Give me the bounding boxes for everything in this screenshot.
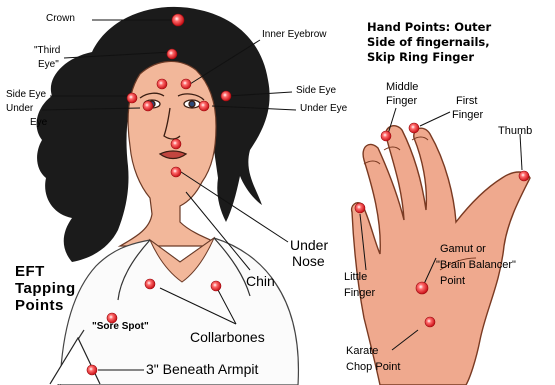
label-middle-finger-1: Middle (386, 82, 418, 93)
point-under-nose (171, 139, 181, 149)
label-collarbones: Collarbones (190, 330, 265, 344)
label-third-eye-1: "Third (34, 46, 60, 56)
point-collarbone-right (211, 281, 221, 291)
point-crown (172, 14, 184, 26)
title-line-1: Hand Points: Outer (367, 20, 491, 35)
point-first-finger (409, 123, 419, 133)
label-thumb: Thumb (498, 126, 532, 137)
eft-heading: EFT Tapping Points (15, 263, 76, 314)
label-inner-eyebrow: Inner Eyebrow (262, 30, 326, 40)
label-first-finger-2: Finger (452, 110, 483, 121)
point-thumb (519, 171, 529, 181)
label-middle-finger-2: Finger (386, 96, 417, 107)
label-sore-spot: "Sore Spot" (92, 322, 149, 332)
label-little-finger-1: Little (344, 272, 367, 283)
label-under-eye-right: Under Eye (300, 104, 347, 114)
label-crown: Crown (46, 14, 75, 24)
point-middle-finger (381, 131, 391, 141)
label-side-eye-right: Side Eye (296, 86, 336, 96)
point-chin (171, 167, 181, 177)
title-line-3: Skip Ring Finger (367, 50, 491, 65)
point-side-eye-left (127, 93, 137, 103)
label-third-eye-2: Eye" (38, 60, 59, 70)
point-inner-eyebrow-right (181, 79, 191, 89)
label-gamut-1: Gamut or (440, 244, 486, 255)
label-under-nose-2: Nose (292, 254, 325, 268)
label-gamut-2: "Brain Balancer" (436, 260, 516, 271)
point-armpit (87, 365, 97, 375)
point-under-eye-left (143, 101, 153, 111)
label-karate-2: Chop Point (346, 362, 400, 373)
label-little-finger-2: Finger (344, 288, 375, 299)
diagram-title: Hand Points: Outer Side of fingernails, … (367, 20, 491, 65)
label-karate-1: Karate (346, 346, 378, 357)
point-gamut (416, 282, 428, 294)
label-under-eye-left-1: Under (6, 104, 33, 114)
label-side-eye-left: Side Eye (6, 90, 46, 100)
heading-line-3: Points (15, 297, 76, 314)
heading-line-2: Tapping (15, 280, 76, 297)
point-side-eye-right (221, 91, 231, 101)
label-chin: Chin (246, 274, 275, 288)
point-karate-chop (425, 317, 435, 327)
point-little-finger (355, 203, 365, 213)
point-under-eye-right (199, 101, 209, 111)
point-third-eye (167, 49, 177, 59)
point-inner-eyebrow-left (157, 79, 167, 89)
label-under-nose-1: Under (290, 238, 328, 252)
title-line-2: Side of fingernails, (367, 35, 491, 50)
label-gamut-3: Point (440, 276, 465, 287)
label-first-finger-1: First (456, 96, 477, 107)
label-beneath-armpit: 3" Beneath Armpit (146, 362, 258, 376)
point-collarbone-left (145, 279, 155, 289)
label-under-eye-left-2: Eye (30, 118, 47, 128)
heading-line-1: EFT (15, 263, 76, 280)
